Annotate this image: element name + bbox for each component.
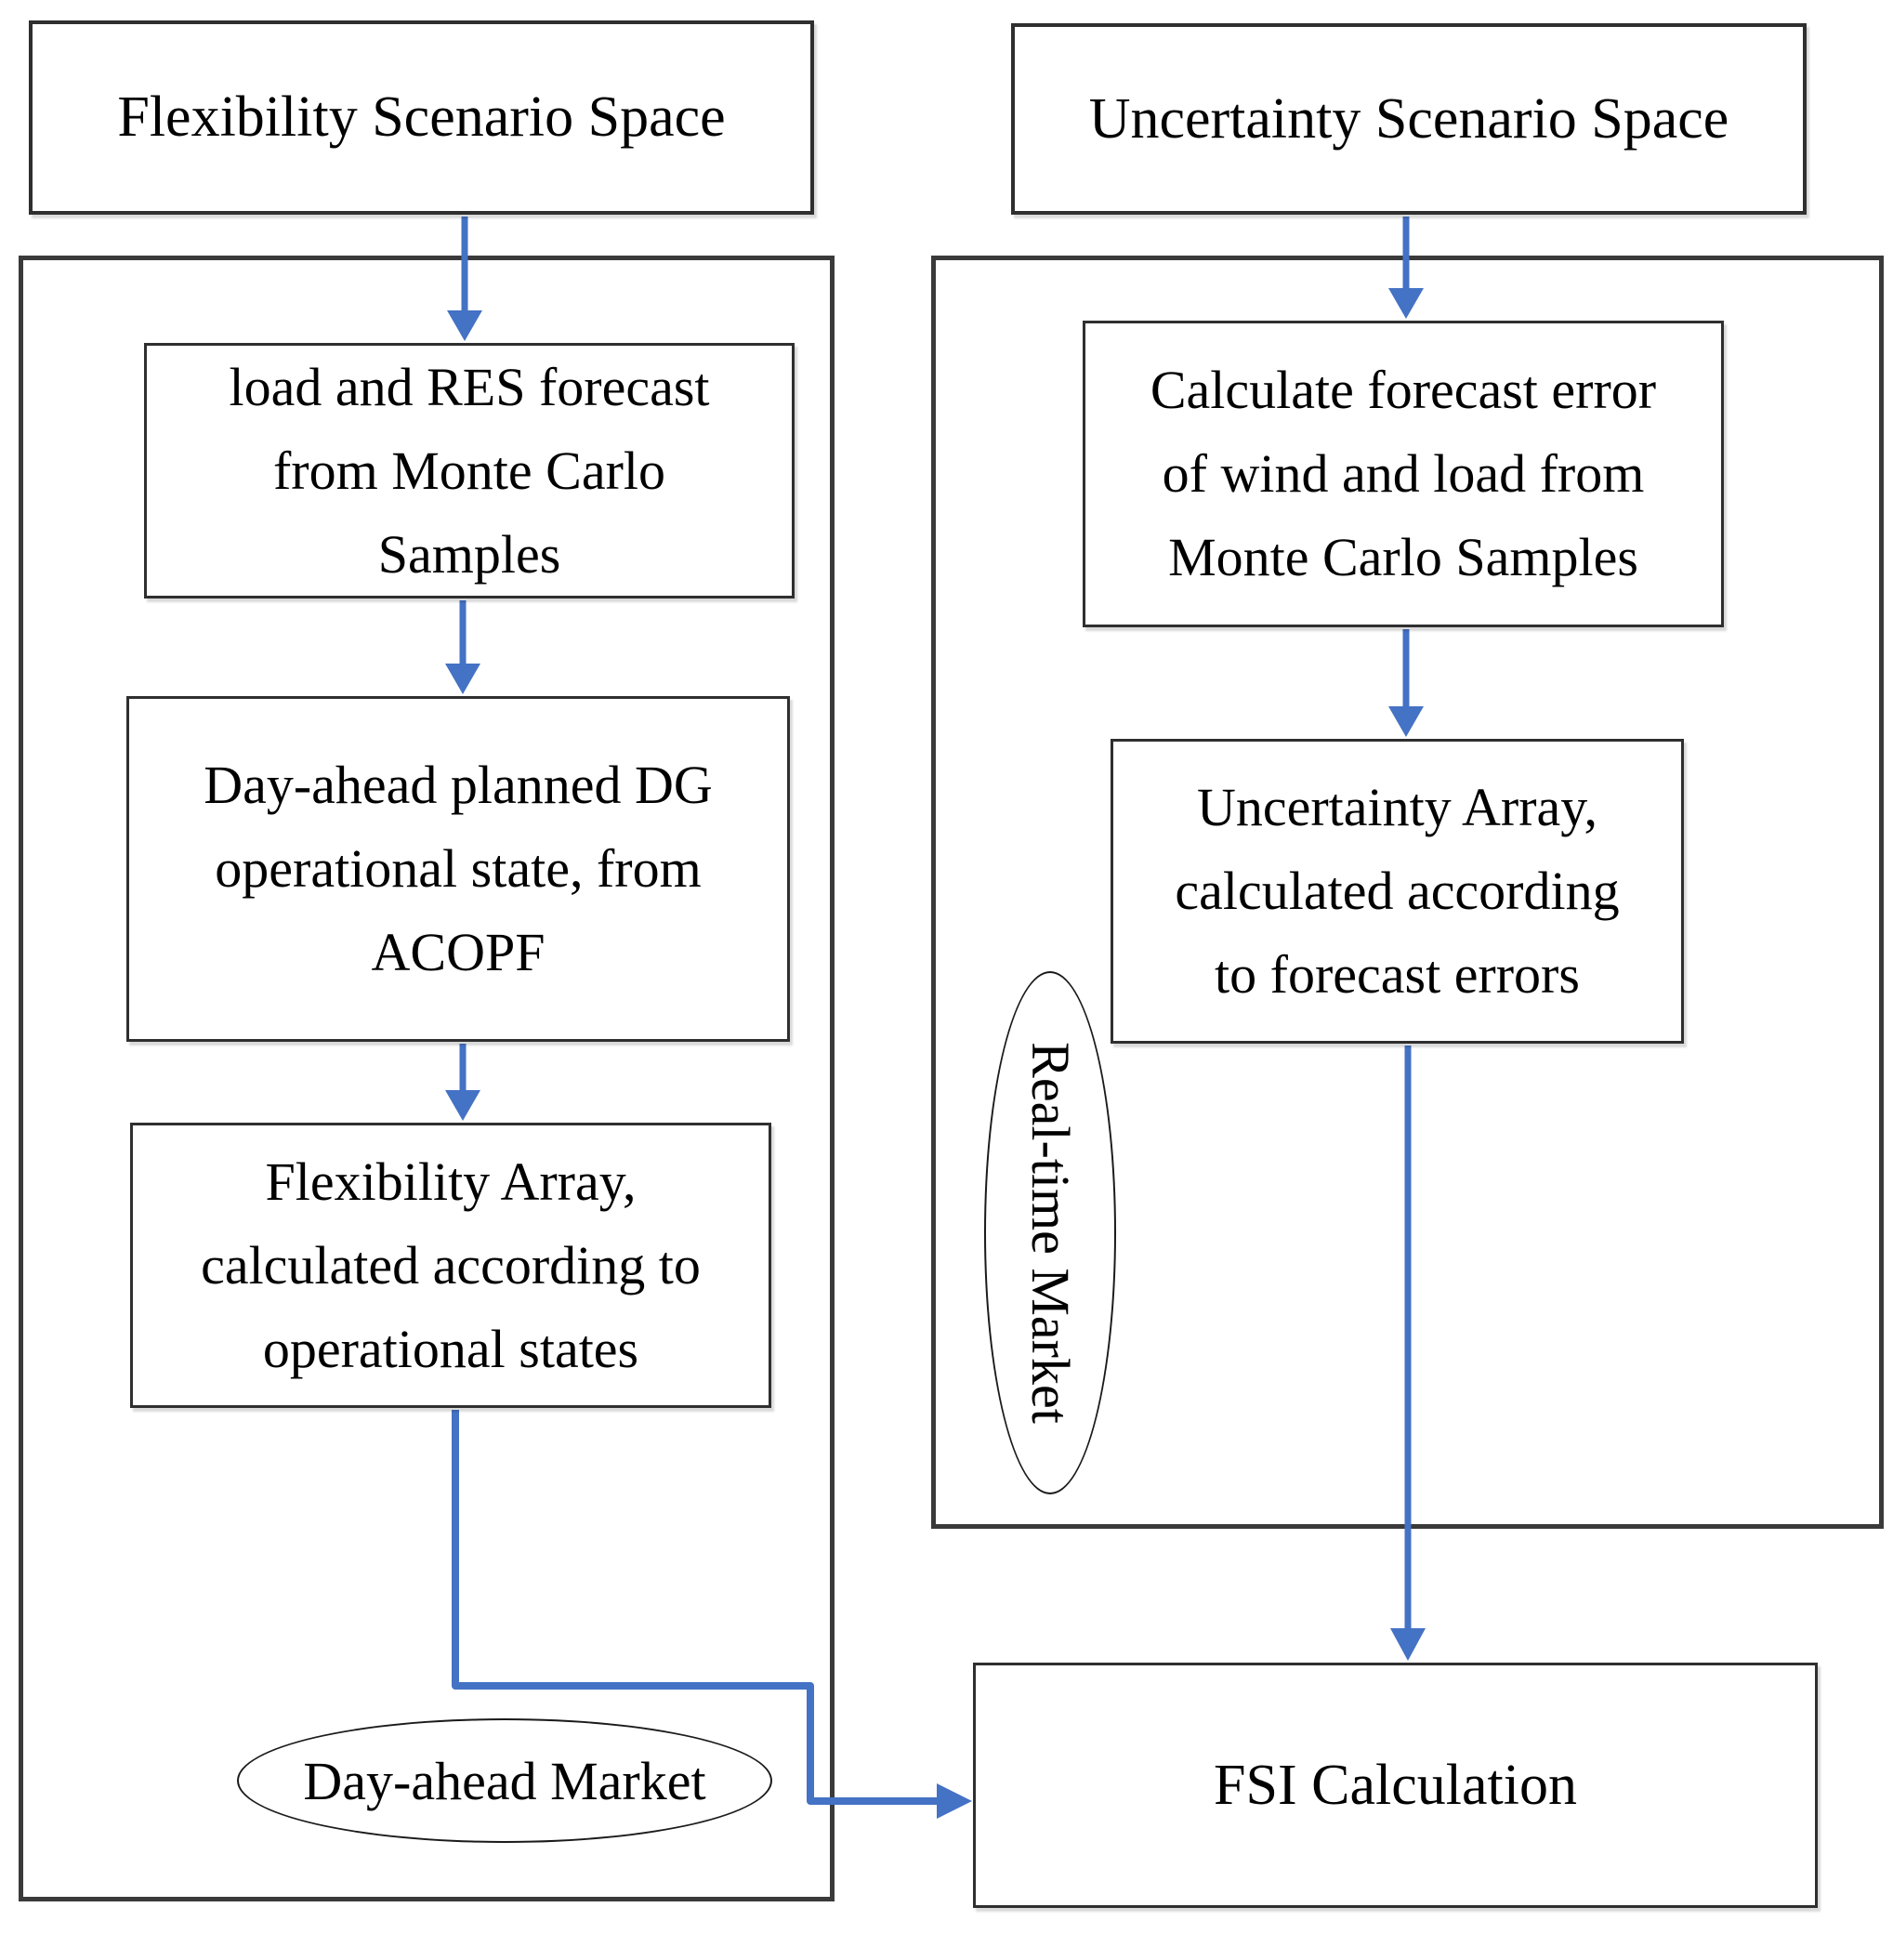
load-res-forecast-box: load and RES forecast from Monte Carlo S…	[144, 343, 795, 599]
uncertainty-array-label: Uncertainty Array, calculated according …	[1175, 777, 1620, 1005]
flexibility-scenario-container	[19, 256, 835, 1901]
dayahead-market-label: Day-ahead Market	[303, 1750, 706, 1811]
flexibility-scenario-space-box: Flexibility Scenario Space	[29, 20, 814, 215]
flexibility-array-box: Flexibility Array, calculated according …	[130, 1123, 771, 1408]
fsi-calculation-box: FSI Calculation	[973, 1663, 1818, 1908]
flexibility-scenario-space-label: Flexibility Scenario Space	[117, 86, 726, 149]
calc-forecast-error-box: Calculate forecast error of wind and loa…	[1083, 321, 1724, 627]
realtime-market-label: Real-time Market	[1019, 1042, 1081, 1424]
realtime-market-ellipse: Real-time Market	[984, 971, 1116, 1494]
uncertainty-array-box: Uncertainty Array, calculated according …	[1111, 739, 1684, 1044]
arrowhead-right-fsi	[937, 1783, 972, 1819]
fsi-calculation-label: FSI Calculation	[1214, 1753, 1577, 1817]
dayahead-dg-state-label: Day-ahead planned DG operational state, …	[204, 755, 713, 982]
dayahead-market-ellipse: Day-ahead Market	[237, 1718, 772, 1843]
dayahead-dg-state-box: Day-ahead planned DG operational state, …	[126, 696, 790, 1042]
flexibility-array-label: Flexibility Array, calculated according …	[201, 1151, 701, 1379]
load-res-forecast-label: load and RES forecast from Monte Carlo S…	[229, 356, 710, 585]
uncertainty-scenario-space-label: Uncertainty Scenario Space	[1088, 86, 1729, 151]
uncertainty-scenario-space-box: Uncertainty Scenario Space	[1011, 23, 1807, 215]
calc-forecast-error-label: Calculate forecast error of wind and loa…	[1150, 360, 1657, 587]
arrowhead-down-6	[1390, 1628, 1426, 1661]
